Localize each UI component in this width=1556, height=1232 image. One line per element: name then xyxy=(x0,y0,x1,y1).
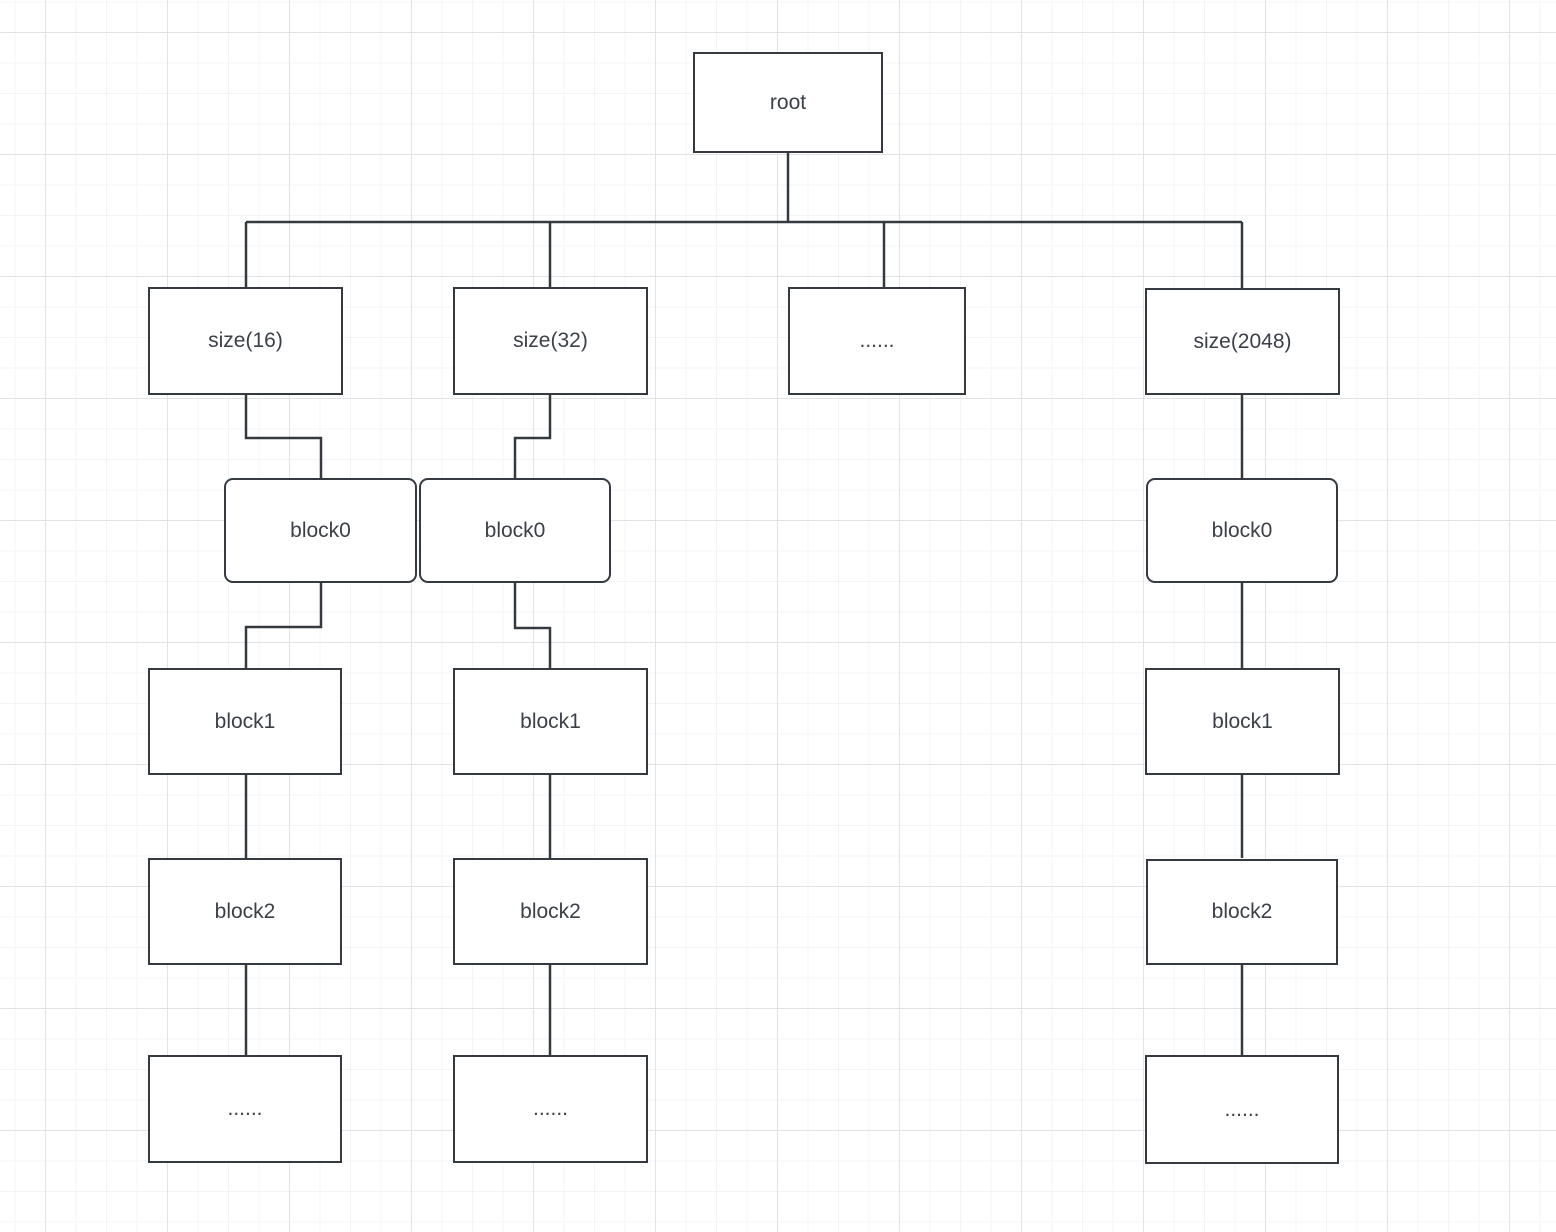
node-col1-ellipsis-label: ...... xyxy=(227,1097,263,1121)
node-col1-block0[interactable]: block0 xyxy=(224,478,417,583)
node-col2-block0[interactable]: block0 xyxy=(419,478,611,583)
node-size-ellipsis-label: ...... xyxy=(859,329,895,353)
node-col2-ellipsis[interactable]: ...... xyxy=(453,1055,648,1163)
node-size-32[interactable]: size(32) xyxy=(453,287,648,395)
node-col2-block0-label: block0 xyxy=(484,518,546,542)
connector-col2-block0-block1[interactable] xyxy=(513,583,552,668)
node-col2-block2[interactable]: block2 xyxy=(453,858,648,965)
node-col2-block1-label: block1 xyxy=(520,709,581,733)
node-col1-block2[interactable]: block2 xyxy=(148,858,342,965)
node-size-2048[interactable]: size(2048) xyxy=(1145,288,1340,395)
node-col1-block1[interactable]: block1 xyxy=(148,668,342,775)
node-col1-block2-label: block2 xyxy=(214,899,276,923)
node-col3-block2[interactable]: block2 xyxy=(1146,859,1338,965)
connector-size16-block0[interactable] xyxy=(244,395,323,478)
node-col3-block0-label: block0 xyxy=(1211,518,1273,542)
node-col1-ellipsis[interactable]: ...... xyxy=(148,1055,342,1163)
node-root-label: root xyxy=(769,90,807,114)
node-col3-block0[interactable]: block0 xyxy=(1146,478,1338,583)
node-col2-ellipsis-label: ...... xyxy=(532,1097,568,1121)
node-col2-block1[interactable]: block1 xyxy=(453,668,648,775)
node-col1-block0-label: block0 xyxy=(290,518,351,542)
connector-col1-block0-block1[interactable] xyxy=(244,583,323,668)
node-col3-ellipsis[interactable]: ...... xyxy=(1145,1055,1339,1164)
node-col3-block1[interactable]: block1 xyxy=(1145,668,1340,775)
node-size-16[interactable]: size(16) xyxy=(148,287,343,395)
connector-size32-block0[interactable] xyxy=(513,395,552,478)
node-col3-ellipsis-label: ...... xyxy=(1224,1097,1260,1121)
node-size-16-label: size(16) xyxy=(208,329,283,353)
node-col1-block1-label: block1 xyxy=(214,709,276,733)
node-col3-block1-label: block1 xyxy=(1212,709,1273,733)
node-size-ellipsis[interactable]: ...... xyxy=(788,287,966,395)
node-size-32-label: size(32) xyxy=(513,329,588,353)
node-col2-block2-label: block2 xyxy=(520,899,581,923)
node-root[interactable]: root xyxy=(693,52,883,153)
node-col3-block2-label: block2 xyxy=(1211,900,1273,924)
node-size-2048-label: size(2048) xyxy=(1193,329,1292,353)
